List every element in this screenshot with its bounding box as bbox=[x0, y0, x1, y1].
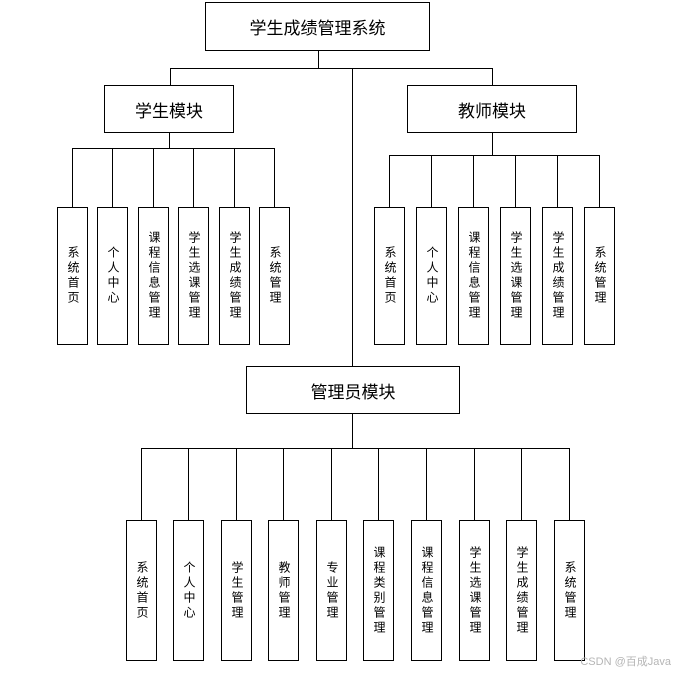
teacher-child-drop bbox=[431, 155, 432, 207]
admin-child-node: 系统管理 bbox=[554, 520, 585, 661]
student-child-drop bbox=[274, 148, 275, 207]
admin-child-drop bbox=[141, 448, 142, 520]
admin-child-drop bbox=[378, 448, 379, 520]
teacher-child-node: 系统管理 bbox=[584, 207, 615, 345]
student-child-node: 个人中心 bbox=[97, 207, 128, 345]
student-child-drop bbox=[72, 148, 73, 207]
admin-child-drop bbox=[474, 448, 475, 520]
admin-child-node: 教师管理 bbox=[268, 520, 299, 661]
admin-trunk bbox=[352, 68, 353, 366]
admin-child-drop bbox=[331, 448, 332, 520]
student-child-drop bbox=[112, 148, 113, 207]
admin-child-node: 学生成绩管理 bbox=[506, 520, 537, 661]
admin-module-node: 管理员模块 bbox=[246, 366, 460, 414]
student-child-node: 系统首页 bbox=[57, 207, 88, 345]
teacher-stem bbox=[492, 133, 493, 155]
admin-child-node: 课程类别管理 bbox=[363, 520, 394, 661]
admin-child-node: 课程信息管理 bbox=[411, 520, 442, 661]
student-child-node: 课程信息管理 bbox=[138, 207, 169, 345]
admin-child-drop bbox=[188, 448, 189, 520]
admin-child-drop bbox=[521, 448, 522, 520]
student-drop bbox=[170, 68, 171, 85]
teacher-child-drop bbox=[557, 155, 558, 207]
admin-child-node: 学生选课管理 bbox=[459, 520, 490, 661]
watermark: CSDN @百成Java bbox=[580, 656, 671, 668]
student-module-node: 学生模块 bbox=[104, 85, 234, 133]
admin-child-drop bbox=[283, 448, 284, 520]
admin-child-node: 学生管理 bbox=[221, 520, 252, 661]
teacher-child-node: 学生选课管理 bbox=[500, 207, 531, 345]
admin-child-node: 个人中心 bbox=[173, 520, 204, 661]
student-children-branch bbox=[72, 148, 275, 149]
student-stem bbox=[169, 133, 170, 148]
student-child-drop bbox=[193, 148, 194, 207]
teacher-child-node: 课程信息管理 bbox=[458, 207, 489, 345]
teacher-child-drop bbox=[473, 155, 474, 207]
admin-child-drop bbox=[426, 448, 427, 520]
admin-child-drop bbox=[569, 448, 570, 520]
root-stem bbox=[318, 51, 319, 68]
student-child-node: 系统管理 bbox=[259, 207, 290, 345]
admin-child-node: 系统首页 bbox=[126, 520, 157, 661]
teacher-module-node: 教师模块 bbox=[407, 85, 577, 133]
teacher-drop bbox=[492, 68, 493, 85]
teacher-children-branch bbox=[389, 155, 599, 156]
admin-child-node: 专业管理 bbox=[316, 520, 347, 661]
admin-child-drop bbox=[236, 448, 237, 520]
teacher-child-node: 个人中心 bbox=[416, 207, 447, 345]
student-child-drop bbox=[234, 148, 235, 207]
student-child-drop bbox=[153, 148, 154, 207]
root-node: 学生成绩管理系统 bbox=[205, 2, 430, 51]
teacher-child-drop bbox=[515, 155, 516, 207]
teacher-child-drop bbox=[599, 155, 600, 207]
root-branch bbox=[170, 68, 492, 69]
teacher-child-node: 学生成绩管理 bbox=[542, 207, 573, 345]
student-child-node: 学生成绩管理 bbox=[219, 207, 250, 345]
admin-stem bbox=[352, 414, 353, 448]
teacher-child-drop bbox=[389, 155, 390, 207]
teacher-child-node: 系统首页 bbox=[374, 207, 405, 345]
admin-children-branch bbox=[141, 448, 569, 449]
student-child-node: 学生选课管理 bbox=[178, 207, 209, 345]
